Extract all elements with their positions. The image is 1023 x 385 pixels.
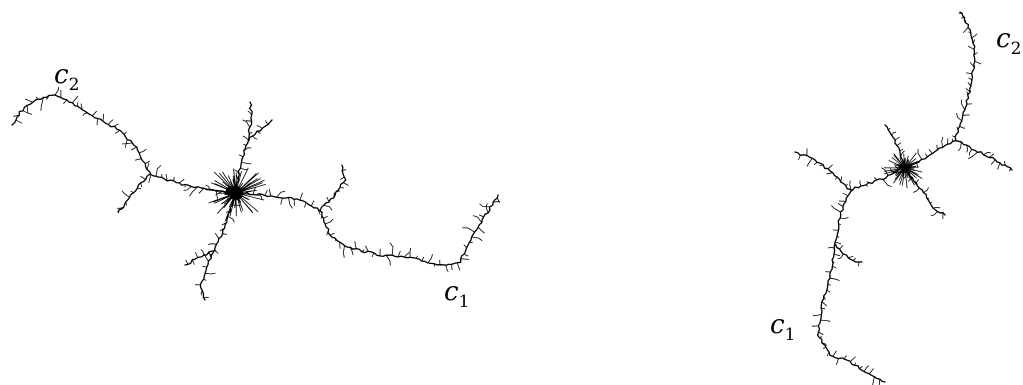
left-arm-c2-shoot [117,173,151,213]
right-label-c2: c2 [996,24,1021,59]
left-arm-c1 [234,191,499,266]
right-arm-c1-shoot2 [834,243,863,263]
left-arm-up-shoot [248,119,273,142]
right-arm-up [884,124,906,169]
right-arm-c2 [904,11,976,169]
left-arm-c1-shoot-twigs [323,169,349,211]
left-label-c2: c2 [54,60,79,95]
right-arm-c1-shoot-twigs [798,148,848,186]
left-arm-up [235,101,253,194]
left-arm-c2 [11,94,236,195]
right-dendrite-art [794,11,1013,385]
right-arm-down-twigs [903,172,944,219]
right-arm-c2-shoot [954,139,1013,171]
right-arm-c2-shoot-twigs [957,141,1011,172]
left-arm-c2-twigs [13,86,230,203]
right-arm-c1-shoot [794,151,852,191]
right-arm-c1 [816,166,906,383]
right-core-blob-lobe [898,164,904,170]
left-core-blob-lobe [225,187,234,195]
left-arm-up-shoot-twigs [252,120,269,140]
left-arm-down-shoot-twigs [185,249,212,265]
right-arm-c1-twigs [811,165,900,385]
left-label-c1: c1 [444,277,469,312]
right-arm-c1-shoot2-twigs [837,245,860,267]
left-arm-c1-shoot [319,164,347,211]
left-arm-down-shoot [184,250,217,266]
left-dendrite-art [11,86,500,301]
left-dendrite-figure: c2 c1 [11,60,500,312]
right-dendrite-figure: c2 c1 [770,11,1021,385]
right-label-c1: c1 [770,310,795,345]
left-arm-c2-shoot-twigs [117,176,147,214]
